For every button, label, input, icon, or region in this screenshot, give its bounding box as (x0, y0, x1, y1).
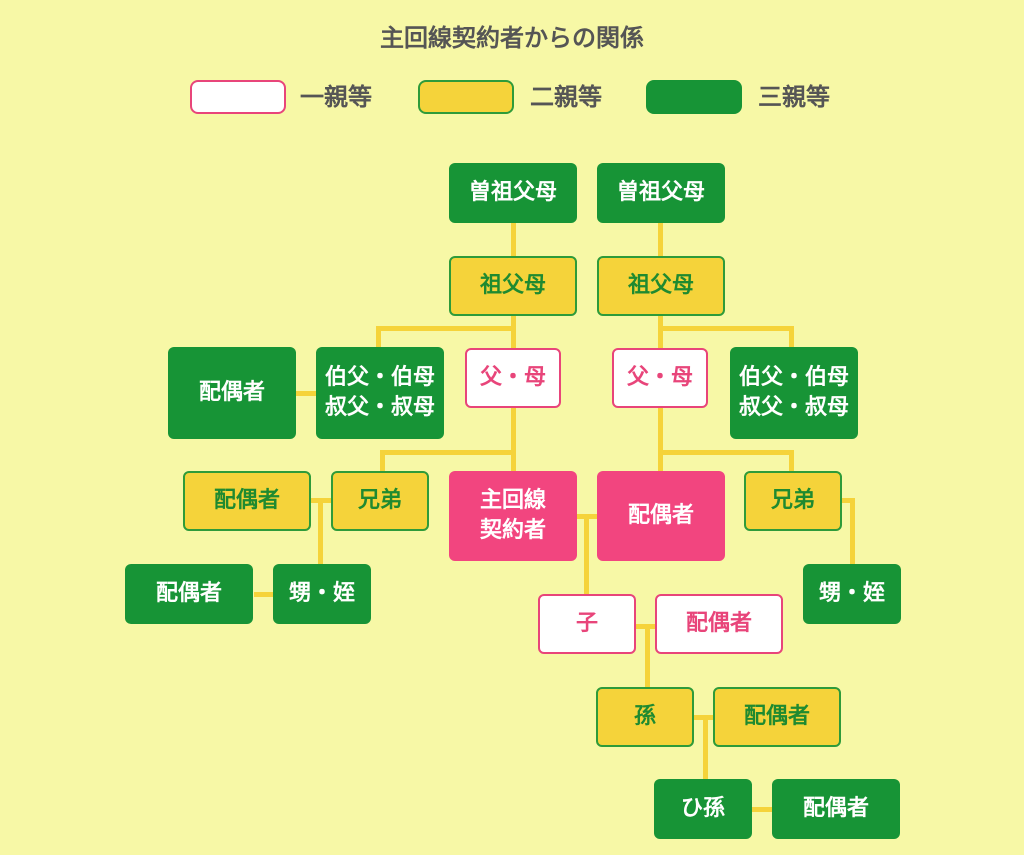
node-parents-right: 父・母 (612, 348, 708, 408)
connector-line (658, 450, 794, 455)
connector-line (254, 592, 274, 597)
node-great-grandparents-left: 曽祖父母 (449, 163, 577, 223)
node-sibling-spouse: 配偶者 (183, 471, 311, 531)
node-siblings-left: 兄弟 (331, 471, 429, 531)
legend-label-degree2: 二親等 (530, 83, 602, 111)
node-child: 子 (538, 594, 636, 654)
legend-swatch-degree2 (418, 80, 514, 114)
node-great-grandchild-spouse: 配偶者 (772, 779, 900, 839)
connector-line (380, 450, 516, 455)
connector-line (584, 517, 589, 594)
connector-line (703, 715, 708, 780)
diagram-title: 主回線契約者からの関係 (380, 24, 644, 52)
node-nephew-spouse: 配偶者 (125, 564, 253, 624)
connector-line (658, 407, 663, 472)
connector-line (789, 450, 794, 472)
node-main-contractor: 主回線 契約者 (449, 471, 577, 561)
connector-line (838, 498, 855, 503)
node-uncle-aunt-right: 伯父・伯母 叔父・叔母 (730, 347, 858, 439)
connector-line (511, 407, 516, 472)
node-grandparents-left: 祖父母 (449, 256, 577, 316)
legend-label-degree3: 三親等 (758, 83, 830, 111)
node-parents-left: 父・母 (465, 348, 561, 408)
connector-line (645, 624, 650, 688)
connector-line (296, 391, 316, 396)
legend-label-degree1: 一親等 (300, 83, 372, 111)
connector-line (376, 326, 516, 331)
node-great-grandparents-right: 曽祖父母 (597, 163, 725, 223)
connector-line (789, 326, 794, 348)
node-grandchild-spouse: 配偶者 (713, 687, 841, 747)
node-grandchild: 孫 (596, 687, 694, 747)
node-uncle-aunt-spouse: 配偶者 (168, 347, 296, 439)
node-nephew-niece-right: 甥・姪 (803, 564, 901, 624)
node-spouse: 配偶者 (597, 471, 725, 561)
connector-line (750, 807, 774, 812)
connector-line (380, 450, 385, 472)
node-nephew-niece-left: 甥・姪 (273, 564, 371, 624)
node-grandparents-right: 祖父母 (597, 256, 725, 316)
connector-line (577, 514, 597, 519)
connector-line (658, 315, 663, 348)
connector-line (850, 498, 855, 564)
node-uncle-aunt-left: 伯父・伯母 叔父・叔母 (316, 347, 444, 439)
node-child-spouse: 配偶者 (655, 594, 783, 654)
node-great-grandchild: ひ孫 (654, 779, 752, 839)
connector-line (318, 498, 323, 564)
connector-line (376, 326, 381, 348)
legend-swatch-degree3 (646, 80, 742, 114)
connector-line (658, 326, 794, 331)
legend-swatch-degree1 (190, 80, 286, 114)
connector-line (511, 222, 516, 257)
connector-line (658, 222, 663, 257)
node-siblings-right: 兄弟 (744, 471, 842, 531)
connector-line (511, 315, 516, 348)
